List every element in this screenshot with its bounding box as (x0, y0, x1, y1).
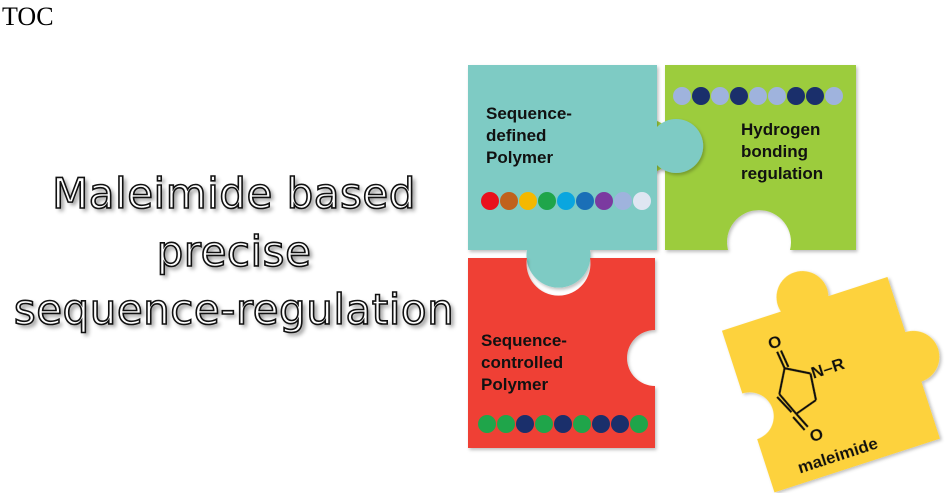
sequence-defined-bead-9 (633, 192, 651, 210)
sequence-controlled-bead-8 (611, 415, 629, 433)
sequence-controlled-bead-3 (516, 415, 534, 433)
title-line-3: sequence-regulation (13, 284, 455, 335)
maleimide-structure (776, 350, 818, 431)
maleimide-o-bottom: O (807, 424, 825, 446)
sequence-defined-line-2: defined (486, 126, 546, 145)
sequence-controlled-bead-9 (630, 415, 648, 433)
title: Maleimide based precise sequence-regulat… (0, 165, 468, 339)
sequence-controlled-beads (478, 415, 648, 433)
sequence-controlled-bead-4 (535, 415, 553, 433)
puzzle-piece-hydrogen-bonding (619, 65, 856, 250)
hydrogen-bonding-bead-1 (673, 87, 691, 105)
title-line-2: precise (156, 226, 312, 277)
sequence-controlled-line-3: Polymer (481, 375, 548, 394)
toc-label: TOC (2, 2, 54, 31)
sequence-controlled-line-1: Sequence- (481, 331, 567, 350)
hydrogen-bonding-bead-2 (692, 87, 710, 105)
hydrogen-bonding-bead-7 (787, 87, 805, 105)
sequence-defined-line-3: Polymer (486, 148, 553, 167)
sequence-defined-label: Sequence- defined Polymer (486, 104, 572, 167)
sequence-defined-bead-4 (538, 192, 556, 210)
hydrogen-bonding-bead-4 (730, 87, 748, 105)
sequence-controlled-bead-1 (478, 415, 496, 433)
puzzle-piece-sequence-controlled (468, 258, 655, 448)
sequence-defined-bead-1 (481, 192, 499, 210)
sequence-controlled-bead-7 (592, 415, 610, 433)
hydrogen-bonding-bead-9 (825, 87, 843, 105)
sequence-defined-bead-8 (614, 192, 632, 210)
hydrogen-bonding-bead-3 (711, 87, 729, 105)
hydrogen-bonding-bead-6 (768, 87, 786, 105)
sequence-defined-bead-3 (519, 192, 537, 210)
sequence-defined-bead-5 (557, 192, 575, 210)
hydrogen-bonding-bead-5 (749, 87, 767, 105)
sequence-defined-bead-6 (576, 192, 594, 210)
hydrogen-bonding-beads (673, 87, 843, 105)
sequence-controlled-bead-5 (554, 415, 572, 433)
puzzle-piece-sequence-defined (468, 65, 704, 288)
sequence-controlled-label: Sequence- controlled Polymer (481, 331, 567, 394)
title-line-1: Maleimide based (51, 168, 416, 219)
sequence-defined-beads (481, 192, 651, 210)
sequence-controlled-bead-6 (573, 415, 591, 433)
sequence-defined-bead-7 (595, 192, 613, 210)
puzzle-piece-maleimide: O N–R O maleimide (721, 271, 940, 493)
hydrogen-bonding-bead-8 (806, 87, 824, 105)
hydrogen-bonding-label: Hydrogen bonding regulation (741, 120, 823, 183)
hydrogen-bonding-line-3: regulation (741, 164, 823, 183)
sequence-defined-bead-2 (500, 192, 518, 210)
hydrogen-bonding-line-1: Hydrogen (741, 120, 820, 139)
maleimide-o-top: O (766, 331, 784, 353)
sequence-controlled-line-2: controlled (481, 353, 563, 372)
hydrogen-bonding-line-2: bonding (741, 142, 808, 161)
sequence-controlled-bead-2 (497, 415, 515, 433)
sequence-defined-line-1: Sequence- (486, 104, 572, 123)
